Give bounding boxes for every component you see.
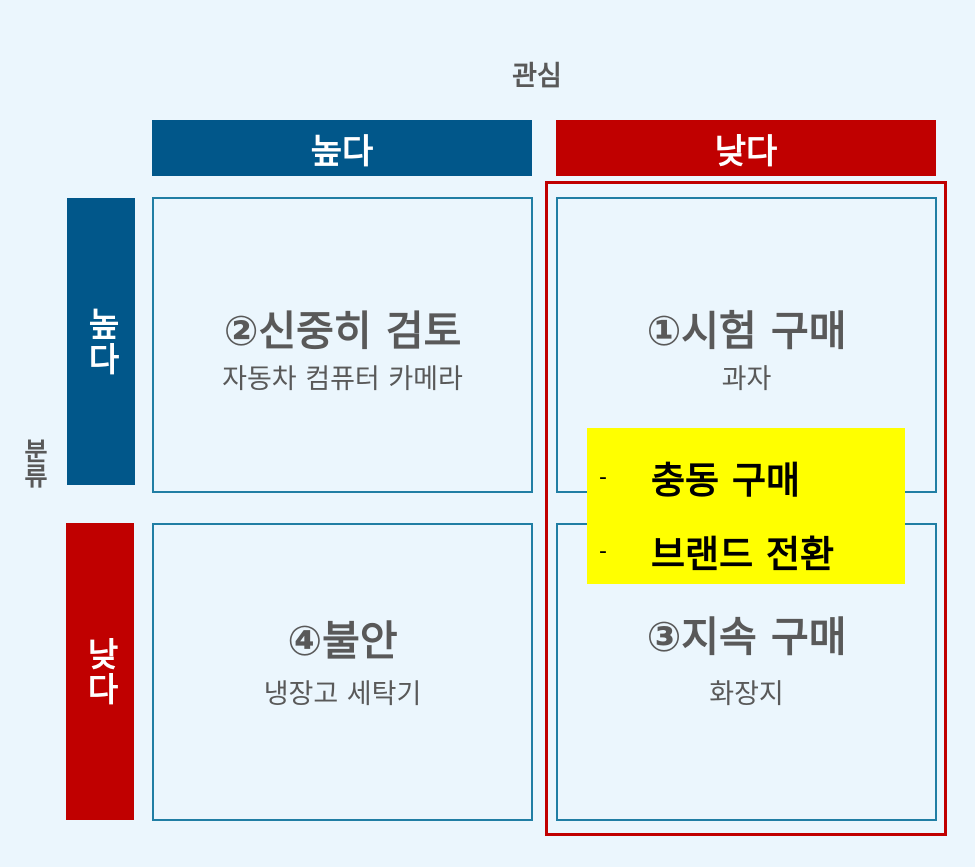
side-axis-label: 분류: [20, 438, 49, 488]
top-axis-label: 관심: [512, 61, 562, 92]
bullet-dash: -: [599, 464, 607, 490]
quadrant-4-example: 냉장고 세탁기: [263, 679, 422, 710]
quadrant-2-title: ②신중히 검토: [223, 307, 462, 355]
quadrant-2-cell: [152, 197, 533, 493]
low-interest-frame: [545, 181, 947, 836]
bullet-dash: -: [599, 538, 607, 564]
highlight-item-label: 브랜드 전환: [651, 533, 835, 576]
highlight-item-impulse: - 충동 구매: [587, 450, 905, 504]
quadrant-2-example: 자동차 컴퓨터 카메라: [222, 364, 463, 395]
highlight-item-brand-switch: - 브랜드 전환: [587, 524, 905, 578]
quadrant-3-title: ③지속 구매: [646, 613, 847, 661]
column-header-high: 높다: [152, 120, 532, 176]
quadrant-1-title: ①시험 구매: [646, 307, 847, 355]
highlight-callout: - 충동 구매 - 브랜드 전환: [587, 428, 905, 584]
row-header-high: 높다: [67, 198, 135, 485]
quadrant-4-cell: [152, 523, 533, 821]
highlight-item-label: 충동 구매: [651, 459, 801, 502]
quadrant-1-example: 과자: [721, 364, 772, 395]
column-header-low: 낮다: [556, 120, 936, 176]
quadrant-3-example: 화장지: [709, 679, 784, 710]
row-header-low: 낮다: [66, 523, 134, 820]
quadrant-4-title: ④불안: [287, 617, 398, 665]
